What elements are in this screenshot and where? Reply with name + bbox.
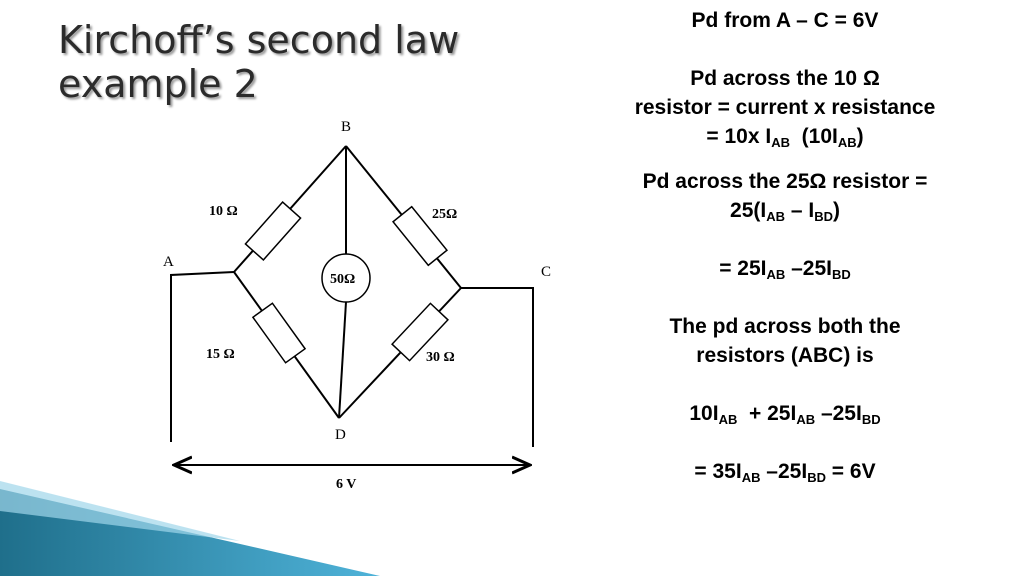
wire-a-lead xyxy=(170,271,235,442)
note-pd25-line1: Pd across the 25Ω resistor = xyxy=(642,170,928,193)
wire-meter-d xyxy=(338,301,347,419)
circuit-diagram: B A C D 10 Ω 25Ω 50Ω 15 Ω 30 Ω 6 V xyxy=(163,119,551,492)
resistor-label-30: 30 Ω xyxy=(426,350,455,365)
note-both-line2: resistors (ABC) is xyxy=(696,344,874,367)
node-label-d: D xyxy=(335,427,346,443)
note-eq1: = 25IAB –25IBD xyxy=(719,257,851,282)
resistor-label-15: 15 Ω xyxy=(206,347,235,362)
resistor-label-25: 25Ω xyxy=(432,207,457,222)
resistor-label-50: 50Ω xyxy=(330,272,355,287)
resistor-15-ohm xyxy=(251,302,307,364)
resistor-30-ohm xyxy=(391,302,449,362)
resistor-10-ohm xyxy=(244,201,302,261)
corner-decoration xyxy=(0,481,380,576)
corner-stripe-light xyxy=(0,481,240,541)
voltage-label: 6 V xyxy=(336,477,356,492)
node-label-c: C xyxy=(541,264,551,280)
resistor-50-ohm xyxy=(321,253,371,303)
note-sum: 10IAB + 25IAB –25IBD xyxy=(689,402,881,427)
resistor-25-ohm xyxy=(391,205,449,267)
note-final: = 35IAB –25IBD = 6V xyxy=(694,460,876,485)
note-pd10-line1: Pd across the 10 Ω xyxy=(690,67,880,90)
title-line-1: Kirchoff’s second law xyxy=(58,18,460,62)
node-label-b: B xyxy=(341,119,351,135)
wire-dc xyxy=(338,287,462,419)
note-pd25-line2: 25(IAB – IBD) xyxy=(730,199,840,224)
title-line-2: example 2 xyxy=(58,62,258,106)
note-pd10-line2: resistor = current x resistance xyxy=(634,96,936,119)
explanation-notes: Pd from A – C = 6V Pd across the 10 Ω re… xyxy=(585,6,985,486)
note-pd-ac: Pd from A – C = 6V xyxy=(691,9,879,32)
slide-title: Kirchoff’s second law example 2 xyxy=(58,18,459,106)
wire-c-lead xyxy=(461,287,534,447)
note-both-line1: The pd across both the xyxy=(669,315,901,338)
resistor-label-10: 10 Ω xyxy=(209,204,238,219)
note-pd10-line3: = 10x IAB (10IAB) xyxy=(706,125,864,150)
node-label-a: A xyxy=(163,254,174,270)
